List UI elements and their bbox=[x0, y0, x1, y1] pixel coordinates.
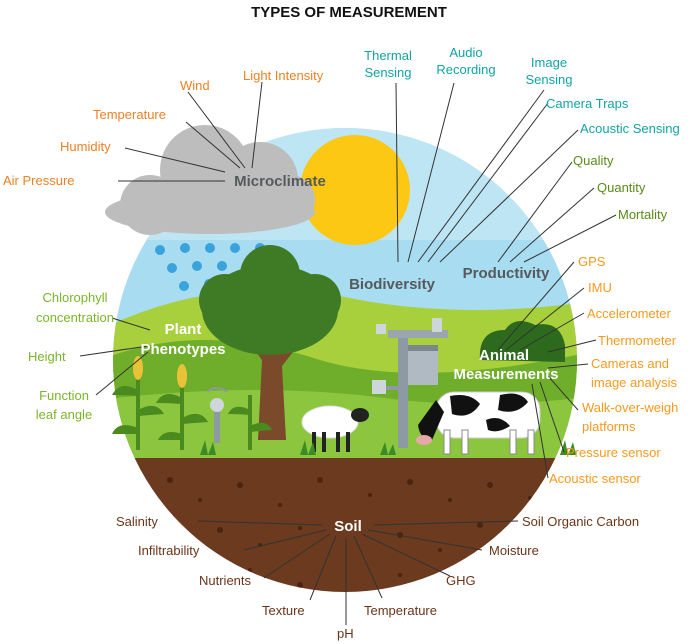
bush bbox=[479, 321, 565, 362]
grass-tufts bbox=[200, 440, 576, 455]
cow-icon bbox=[416, 391, 541, 455]
label-salinity: Salinity bbox=[116, 514, 158, 529]
label-image: Image bbox=[531, 55, 567, 70]
label-audio: Audio bbox=[449, 45, 482, 60]
label-thermal: Thermal bbox=[364, 48, 412, 63]
crop-plants-icon bbox=[112, 356, 272, 450]
label-air-pressure: Air Pressure bbox=[3, 173, 75, 188]
diagram-title: TYPES OF MEASUREMENT bbox=[251, 4, 447, 21]
category-animal-line1: Animal bbox=[479, 347, 529, 364]
label-pressure-sensor: Pressure sensor bbox=[566, 445, 661, 460]
label-moisture: Moisture bbox=[489, 543, 539, 558]
label-chlorophyll-concentration: concentration bbox=[36, 310, 114, 325]
label-leaf-angle: leaf angle bbox=[36, 407, 92, 422]
label-thermometer: Thermometer bbox=[598, 333, 677, 348]
label-cameras: Cameras and bbox=[591, 356, 669, 371]
label-height: Height bbox=[28, 349, 66, 364]
sun-icon bbox=[300, 135, 410, 245]
label-texture: Texture bbox=[262, 603, 305, 618]
label-acoustic-sensing: Acoustic Sensing bbox=[580, 121, 680, 136]
label-thermal-sensing: Sensing bbox=[365, 65, 412, 80]
category-biodiversity: Biodiversity bbox=[349, 276, 436, 293]
label-chlorophyll: Chlorophyll bbox=[42, 290, 107, 305]
soil-speckles bbox=[167, 477, 532, 592]
label-gps: GPS bbox=[578, 254, 606, 269]
label-mortality: Mortality bbox=[618, 207, 668, 222]
sheep-icon bbox=[301, 405, 369, 452]
label-accelerometer: Accelerometer bbox=[587, 306, 671, 321]
label-camera-traps: Camera Traps bbox=[546, 96, 629, 111]
label-temperature-air: Temperature bbox=[93, 107, 166, 122]
category-animal-line2: Measurements bbox=[453, 366, 558, 383]
label-ph: pH bbox=[337, 626, 354, 641]
category-soil: Soil bbox=[334, 518, 362, 535]
label-soil-organic-carbon: Soil Organic Carbon bbox=[522, 514, 639, 529]
weather-station-icon bbox=[372, 318, 448, 448]
label-platforms: platforms bbox=[582, 419, 636, 434]
label-ghg: GHG bbox=[446, 573, 476, 588]
cloud-icon bbox=[105, 125, 315, 235]
label-quantity: Quantity bbox=[597, 180, 646, 195]
label-humidity: Humidity bbox=[60, 139, 111, 154]
soil-layer bbox=[113, 458, 577, 592]
label-audio-recording: Recording bbox=[436, 62, 495, 77]
label-light-intensity: Light Intensity bbox=[243, 68, 324, 83]
leader-lines bbox=[79, 81, 617, 625]
label-infiltrability: Infiltrability bbox=[138, 543, 200, 558]
label-acoustic-sensor: Acoustic sensor bbox=[549, 471, 641, 486]
label-quality: Quality bbox=[573, 153, 614, 168]
label-nutrients: Nutrients bbox=[199, 573, 252, 588]
category-plant-line2: Phenotypes bbox=[140, 341, 225, 358]
category-productivity: Productivity bbox=[463, 265, 550, 282]
label-walk-over-weigh: Walk-over-weigh bbox=[582, 400, 678, 415]
label-image-analysis: image analysis bbox=[591, 375, 677, 390]
label-temperature-soil: Temperature bbox=[364, 603, 437, 618]
tree-icon bbox=[199, 245, 341, 440]
label-image-sensing: Sensing bbox=[526, 72, 573, 87]
label-function: Function bbox=[39, 388, 89, 403]
category-plant-line1: Plant bbox=[165, 321, 202, 338]
category-microclimate: Microclimate bbox=[234, 173, 326, 190]
label-imu: IMU bbox=[588, 280, 612, 295]
label-wind: Wind bbox=[180, 78, 210, 93]
